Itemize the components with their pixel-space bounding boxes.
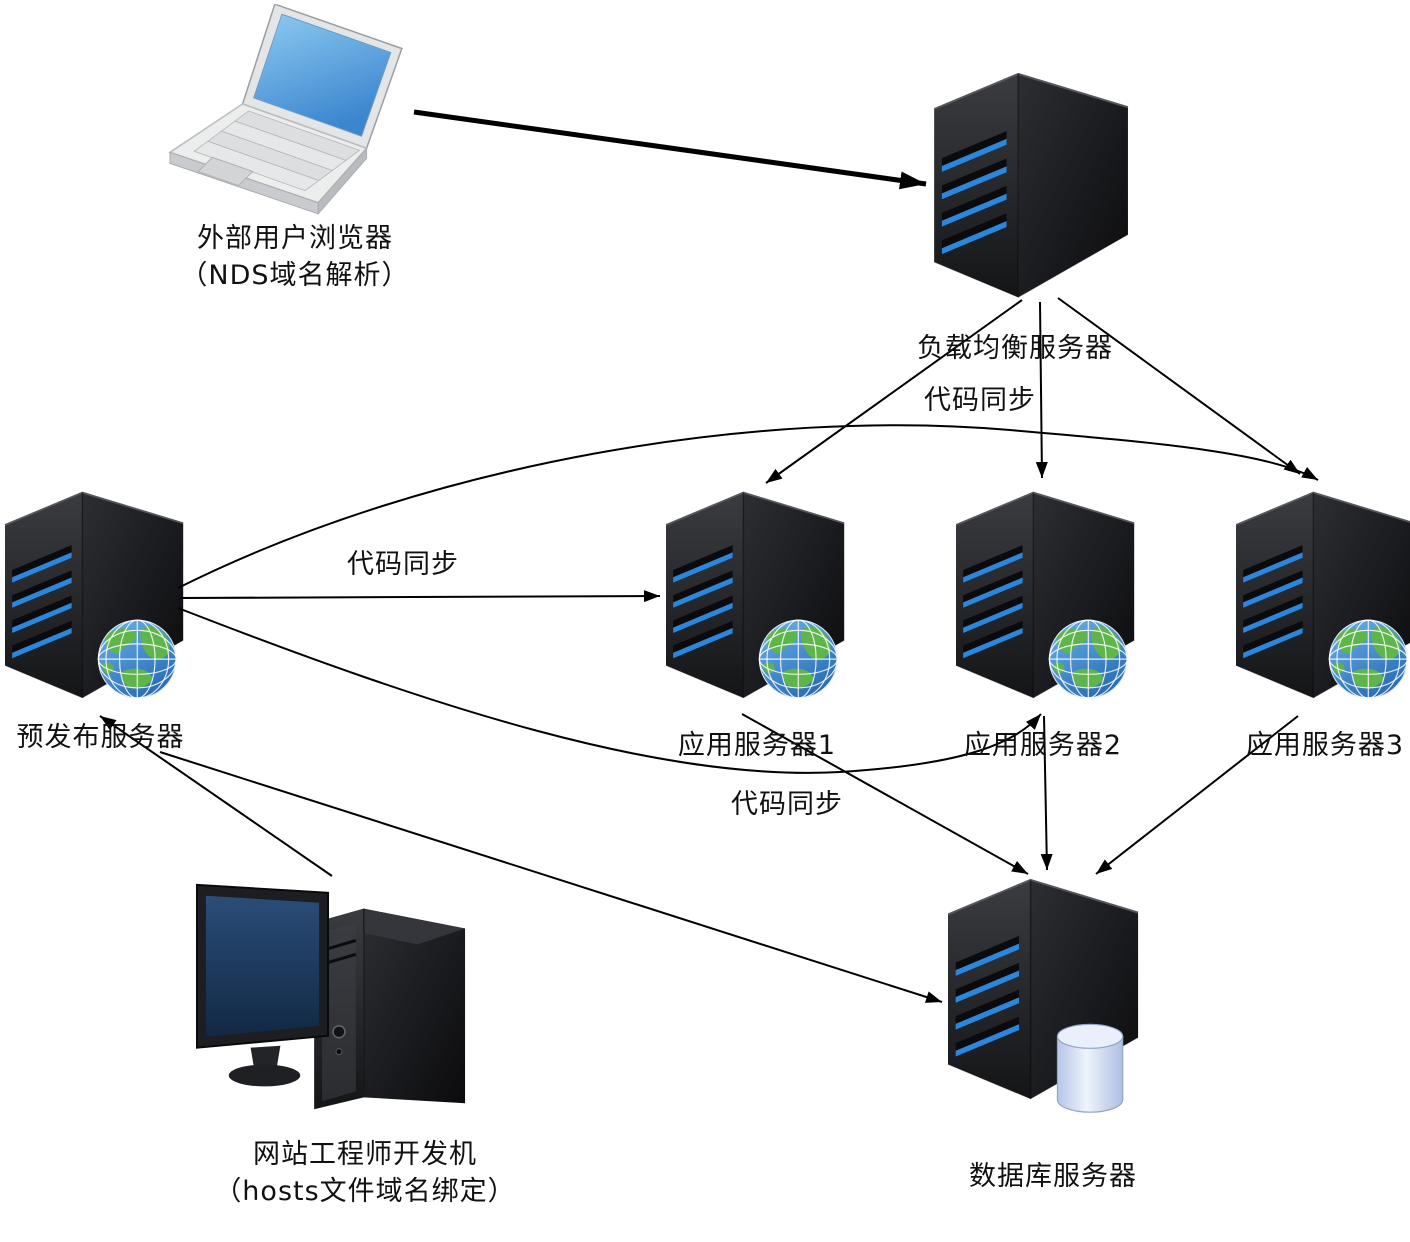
database-cylinder-icon bbox=[1056, 1023, 1124, 1113]
edge-staging-to-app2 bbox=[177, 607, 1042, 774]
app-server-1-icon bbox=[666, 491, 846, 699]
label-database-server: 数据库服务器 bbox=[959, 1158, 1147, 1195]
label-text: 数据库服务器 bbox=[969, 1161, 1137, 1192]
label-text: 应用服务器3 bbox=[1245, 730, 1405, 761]
edge-staging-to-app1 bbox=[179, 590, 661, 603]
edge-browser-to-lb bbox=[413, 109, 927, 190]
edge-lb-to-app3 bbox=[1057, 297, 1301, 475]
app-server-3-icon bbox=[1236, 491, 1410, 699]
label-app-server-3: 应用服务器3 bbox=[1231, 727, 1410, 764]
label-app-server-2: 应用服务器2 bbox=[949, 727, 1137, 764]
label-external-browser: 外部用户浏览器 （NDS域名解析） bbox=[130, 220, 460, 294]
database-server-icon bbox=[948, 878, 1140, 1113]
label-text: 代码同步 bbox=[731, 789, 843, 820]
label-text: （NDS域名解析） bbox=[180, 260, 410, 291]
label-text: 代码同步 bbox=[347, 549, 459, 580]
label-text: 负载均衡服务器 bbox=[917, 333, 1113, 364]
desktop-pc-icon bbox=[195, 883, 467, 1111]
label-text: 应用服务器2 bbox=[963, 730, 1123, 761]
globe-icon bbox=[759, 620, 837, 698]
laptop-icon bbox=[169, 4, 403, 215]
edge-label-sync-bottom: 代码同步 bbox=[717, 786, 857, 823]
globe-icon bbox=[98, 620, 176, 698]
label-text: （hosts文件域名绑定） bbox=[214, 1176, 516, 1207]
label-text: 应用服务器1 bbox=[677, 730, 837, 761]
staging-server-icon bbox=[5, 491, 185, 699]
label-text: 预发布服务器 bbox=[16, 722, 185, 753]
globe-icon bbox=[1049, 620, 1127, 698]
load-balancer-server-icon bbox=[934, 72, 1129, 299]
label-load-balancer: 负载均衡服务器 bbox=[905, 330, 1125, 367]
label-text: 网站工程师开发机 bbox=[253, 1139, 477, 1170]
label-text: 外部用户浏览器 bbox=[197, 223, 393, 254]
label-app-server-1: 应用服务器1 bbox=[663, 727, 851, 764]
label-staging-server: 预发布服务器 bbox=[3, 719, 198, 756]
globe-icon bbox=[1329, 620, 1407, 698]
edge-label-sync-top: 代码同步 bbox=[910, 382, 1050, 419]
label-text: 代码同步 bbox=[924, 385, 1036, 416]
app-server-2-icon bbox=[956, 491, 1136, 699]
label-developer-machine: 网站工程师开发机 （hosts文件域名绑定） bbox=[200, 1136, 530, 1210]
edge-label-sync-left: 代码同步 bbox=[333, 546, 473, 583]
